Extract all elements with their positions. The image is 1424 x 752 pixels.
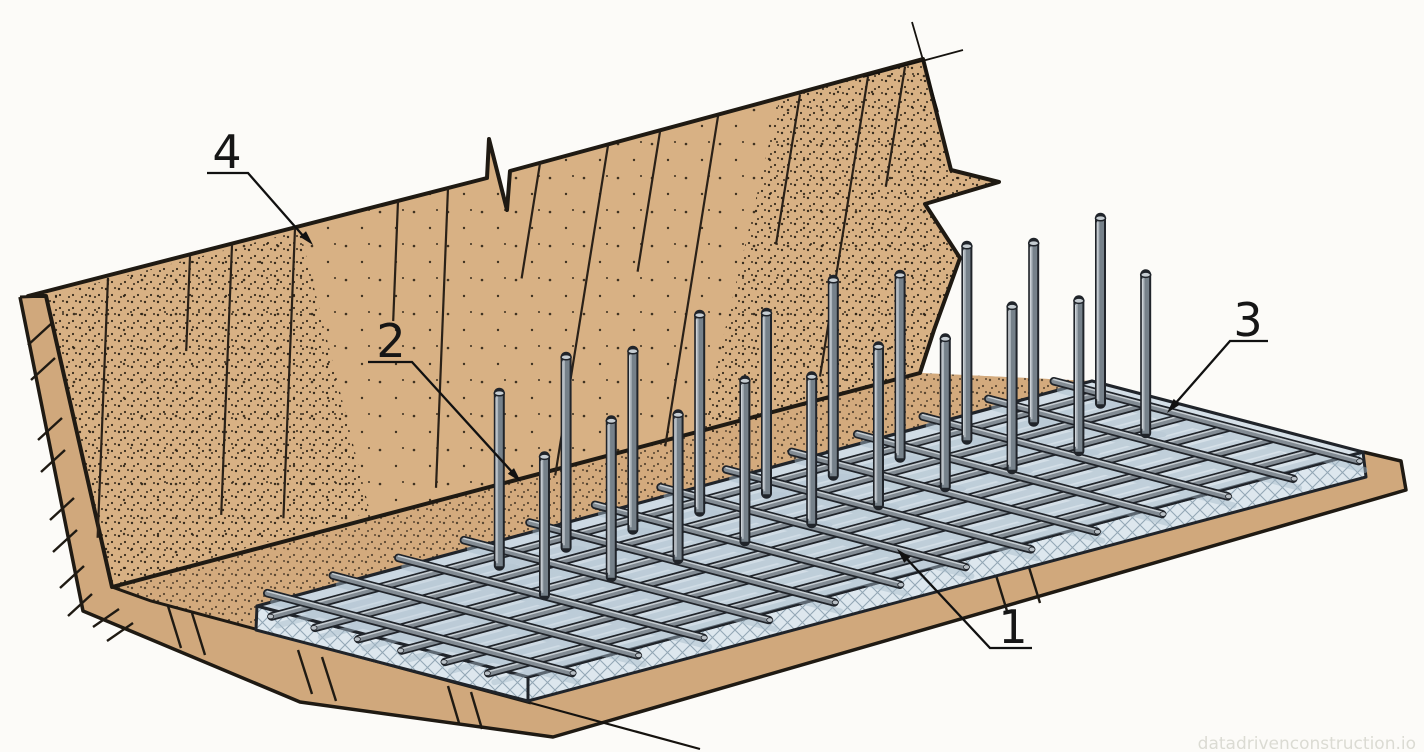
callout-3-leader	[1173, 339, 1268, 406]
cut-hatch-ticks	[27, 322, 1042, 730]
excavation-outer-boundary	[18, 296, 1408, 739]
callout-1-arrowhead	[897, 549, 911, 563]
callout-1-leader	[904, 556, 1032, 650]
callout-3: 3	[1167, 293, 1268, 413]
callout-4-leader	[207, 171, 306, 239]
callout-1: 1	[897, 549, 1032, 654]
callout-2-leader	[368, 360, 514, 474]
extension-lines	[530, 21, 964, 751]
callout-4-label: 4	[212, 125, 241, 179]
watermark-text: datadrivenconstruction.io	[1198, 734, 1416, 752]
callout-2: 2	[368, 314, 521, 482]
extension-line-bottom	[530, 701, 701, 751]
callout-2-arrowhead	[507, 468, 521, 482]
extension-line-top-diagonal	[862, 49, 964, 78]
callout-4: 4	[207, 125, 313, 245]
callout-2-label: 2	[376, 314, 405, 368]
soil-wall-texture-right	[700, 59, 999, 436]
callout-4-arrowhead	[299, 231, 313, 245]
callout-3-label: 3	[1233, 293, 1262, 347]
callout-1-label: 1	[998, 600, 1027, 654]
extension-line-top-vertical	[911, 21, 939, 113]
vertical-dowels	[493, 212, 1152, 601]
callout-3-arrowhead	[1167, 398, 1181, 413]
soil-strata-lines	[96, 66, 907, 538]
soil-wall-texture-left	[46, 231, 370, 587]
